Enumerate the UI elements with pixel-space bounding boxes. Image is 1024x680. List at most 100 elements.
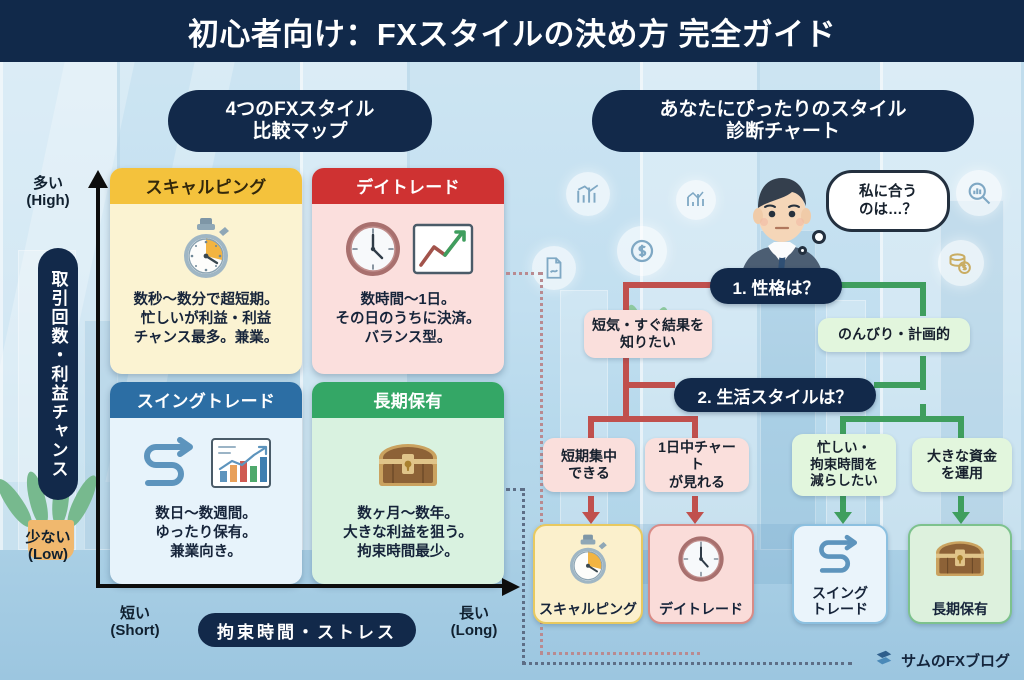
branch-label-right[interactable]: のんびり・計画的 (818, 318, 970, 352)
arrow-result-daytrade (686, 512, 704, 524)
y-axis-top-label-line2: (High) (26, 191, 70, 209)
question-1-box[interactable]: 1. 性格は？ (710, 268, 842, 304)
stopwatch-icon (175, 216, 237, 282)
connector-res4-line (958, 496, 964, 514)
right-panel-title-line1: あなたにぴったりのスタイル (659, 98, 907, 120)
option-allday-chart-line2: が見れる (669, 473, 725, 490)
stopwatch-icon (562, 533, 614, 592)
connector-q2-green-stem (920, 404, 926, 422)
right-panel-title: あなたにぴったりのスタイル 診断チャート (592, 90, 974, 152)
link-longterm-dotted-vert (522, 488, 525, 664)
y-axis-line (96, 186, 100, 588)
link-longterm-dotted-bottom (522, 662, 852, 665)
y-axis-top-label: 多い (High) (8, 175, 88, 210)
result-scalping-label: スキャルピング (539, 601, 637, 617)
connector-opt2-down (692, 416, 698, 438)
quadrant-swing-desc-line3: 兼業向き。 (170, 544, 242, 561)
zigzag-arrow-icon (816, 533, 864, 582)
footer-logo-text: サムのFXブログ (901, 652, 1010, 670)
plant-left (0, 420, 102, 560)
question-2-box[interactable]: 2. 生活スタイルは？ (674, 378, 876, 412)
quadrant-daytrade-description: 数時間〜1日。 その日のうちに決済。 バランス型。 (336, 291, 481, 348)
quadrant-swing[interactable]: スイングトレード (110, 382, 302, 584)
result-scalping[interactable]: スキャルピング (533, 524, 643, 624)
chart-line-icon (676, 180, 716, 220)
quadrant-daytrade-title: デイトレード (312, 168, 504, 204)
left-panel-title: 4つのFXスタイル 比較マップ (168, 90, 432, 152)
y-axis-bottom-label-line2: (Low) (28, 545, 68, 563)
x-axis-right-label-line2: (Long) (450, 621, 498, 639)
result-swing[interactable]: スイング トレード (792, 524, 888, 624)
businessman-avatar (718, 166, 846, 284)
quadrant-swing-desc-line2: ゆったり保有。 (155, 525, 257, 542)
trend-up-chart-icon (412, 223, 474, 275)
quadrant-swing-title: スイングトレード (110, 382, 302, 418)
quadrant-longterm-desc-line1: 数ヶ月〜数年。 (357, 506, 459, 522)
quadrant-longterm-description: 数ヶ月〜数年。 大きな利益を狙う。 拘束時間最少。 (343, 505, 473, 562)
option-short-focus-line1: 短期集中 (561, 447, 617, 464)
brand-mark-icon (873, 648, 895, 672)
result-scalping-label-line1: スキャルピング (539, 600, 637, 617)
treasure-chest-icon (373, 434, 443, 492)
treasure-chest-icon (931, 533, 989, 586)
x-axis-left-label-line1: 短い (119, 605, 150, 622)
connector-q2-red-bar (588, 416, 698, 422)
magnifier-chart-icon (956, 170, 1002, 216)
quadrant-daytrade[interactable]: デイトレード (312, 168, 504, 374)
quadrant-scalping-desc-line3: チャンス最多。兼業。 (133, 330, 279, 347)
zigzag-arrow-icon (140, 435, 202, 491)
link-longterm-dotted-top (506, 488, 524, 491)
link-daytrade-dotted-top (506, 272, 542, 275)
link-daytrade-dotted-bottom (540, 652, 700, 655)
left-panel-title-line1: 4つのFXスタイル (225, 98, 375, 120)
dollar-coin-icon (617, 226, 667, 276)
option-allday-chart[interactable]: 1日中チャート が見れる (645, 438, 749, 492)
option-busy-reduce-line2: 拘束時間を (810, 456, 878, 472)
link-daytrade-dotted-vert (540, 272, 543, 654)
connector-res2-line (692, 496, 698, 514)
result-daytrade-label-line1: デイトレード (659, 600, 743, 617)
connector-q1-left-horizontal (623, 282, 731, 288)
quadrant-scalping-desc-line1: 数秒〜数分で超短期。 (133, 292, 279, 308)
quadrant-longterm-desc-line3: 拘束時間最少。 (357, 544, 459, 561)
quadrant-longterm[interactable]: 長期保有 (312, 382, 504, 584)
quadrant-swing-description: 数日〜数週間。 ゆったり保有。 兼業向き。 (155, 505, 257, 562)
x-axis-line (96, 584, 506, 588)
connector-q2-green-bar (840, 416, 964, 422)
result-longterm-label: 長期保有 (932, 601, 988, 617)
connector-q2-left-join (623, 382, 675, 388)
quadrant-scalping-desc-line2: 忙しいが利益・利益 (140, 311, 272, 328)
quadrant-longterm-title: 長期保有 (312, 382, 504, 418)
x-axis-arrowhead (502, 578, 520, 596)
result-longterm[interactable]: 長期保有 (908, 524, 1012, 624)
option-busy-reduce[interactable]: 忙しい・ 拘束時間を 減らしたい (792, 434, 896, 496)
x-axis-title: 拘束時間・ストレス (198, 613, 416, 647)
wall-clock-icon (342, 218, 404, 280)
quadrant-scalping[interactable]: スキャルピング (110, 168, 302, 374)
footer-logo[interactable]: サムのFXブログ (873, 648, 1010, 672)
connector-opt1-down (588, 416, 594, 438)
quadrant-longterm-icons (373, 424, 443, 502)
bar-chart-growth-icon (210, 437, 272, 489)
coin-stack-icon (938, 240, 984, 286)
connector-opt3-down (840, 416, 846, 438)
option-big-capital[interactable]: 大きな資金 を運用 (912, 438, 1012, 492)
right-panel-title-line2: 診断チャート (726, 121, 840, 142)
connector-q1-left-down (623, 282, 629, 316)
y-axis-top-label-line1: 多い (32, 175, 63, 192)
branch-label-left[interactable]: 短気・すぐ結果を 知りたい (584, 310, 712, 358)
option-short-focus-line2: できる (568, 465, 610, 481)
option-short-focus[interactable]: 短期集中 できる (543, 438, 635, 492)
page-title: 初心者向け：FXスタイルの決め方 完全ガイド (187, 16, 837, 52)
branch-label-right-text: のんびり・計画的 (838, 326, 950, 343)
connector-opt4-down (958, 416, 964, 438)
connector-branch-left-down (623, 356, 629, 422)
result-daytrade[interactable]: デイトレード (648, 524, 754, 624)
quadrant-daytrade-desc-line2: その日のうちに決済。 (335, 311, 481, 328)
result-daytrade-label: デイトレード (659, 601, 743, 617)
thought-bubble-line1: 私に合う (859, 183, 917, 200)
quadrant-swing-icons (140, 424, 272, 502)
quadrant-daytrade-icons (342, 210, 474, 288)
option-allday-chart-line1: 1日中チャート (658, 439, 736, 473)
connector-q2-right-join (874, 382, 926, 388)
